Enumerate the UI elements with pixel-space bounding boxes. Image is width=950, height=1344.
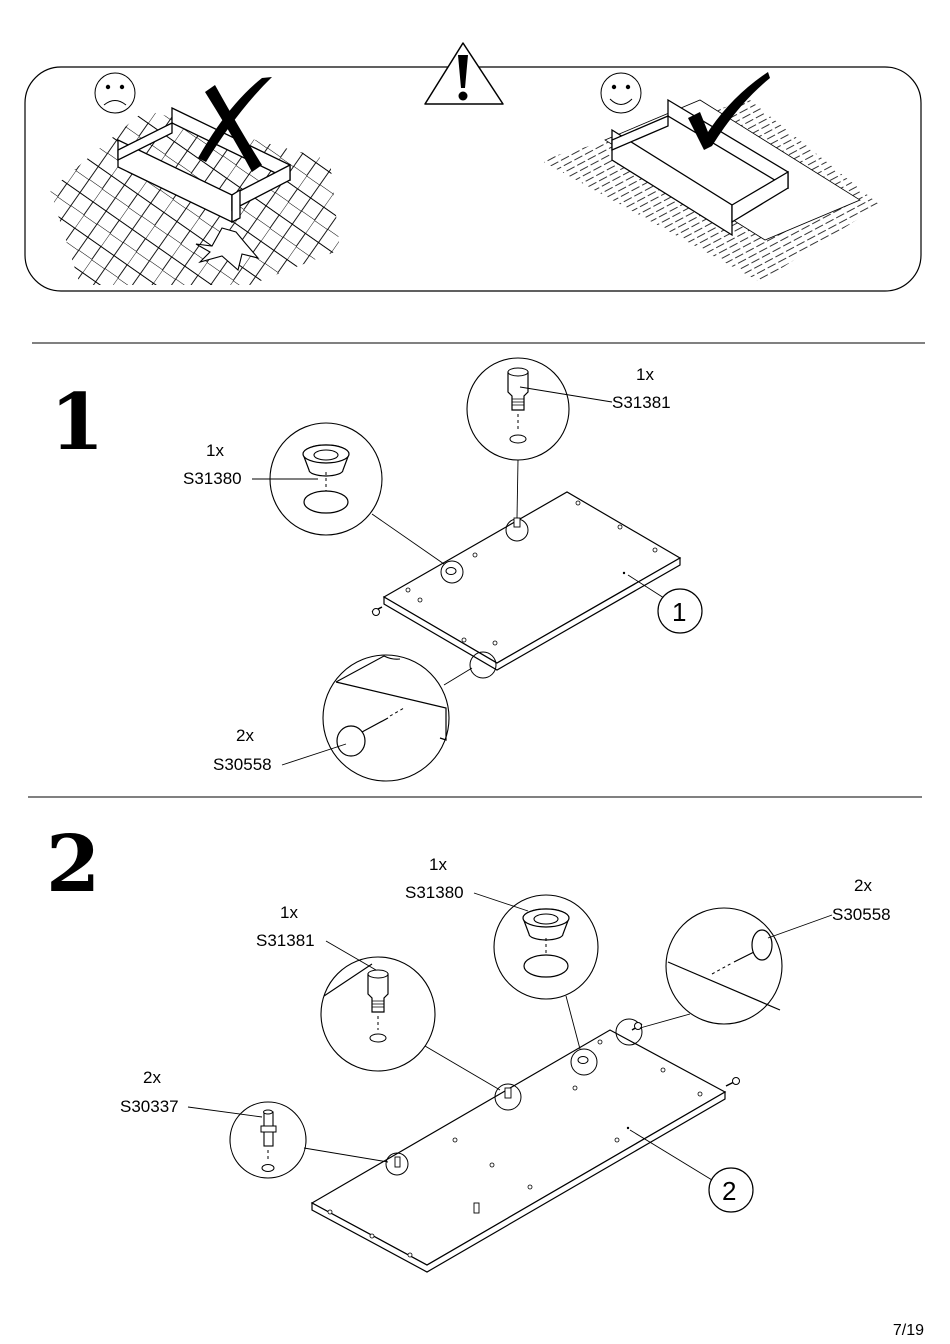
part-quantity: 2x bbox=[236, 726, 254, 745]
callout-s31381 bbox=[466, 357, 613, 519]
part-code: S31380 bbox=[405, 883, 464, 902]
callout-s30558 bbox=[639, 907, 833, 1029]
check-icon bbox=[688, 72, 770, 150]
part-code: S31381 bbox=[256, 931, 315, 950]
happy-face-icon bbox=[600, 72, 642, 114]
board-number-circle bbox=[657, 588, 703, 634]
board-panel-1 bbox=[382, 491, 682, 671]
callout-s31380 bbox=[252, 422, 445, 565]
board-number-label: 1 bbox=[672, 597, 687, 627]
callout-s30558 bbox=[281, 654, 473, 782]
part-code: S31381 bbox=[612, 393, 671, 412]
callout-s31381 bbox=[320, 940, 501, 1091]
part-quantity: 2x bbox=[854, 876, 872, 895]
part-code: S30337 bbox=[120, 1097, 179, 1116]
step-2-illustration bbox=[187, 892, 833, 1273]
warning-panel bbox=[24, 42, 922, 292]
sad-face-icon bbox=[94, 72, 136, 114]
step-number: 1 bbox=[50, 377, 105, 468]
part-quantity: 1x bbox=[206, 441, 224, 460]
callout-s31380 bbox=[473, 892, 599, 1050]
callout-s30337 bbox=[187, 1101, 389, 1179]
part-quantity: 1x bbox=[636, 365, 654, 384]
part-code: S31380 bbox=[183, 469, 242, 488]
board-number-label: 2 bbox=[722, 1176, 737, 1206]
bad-example-illustration bbox=[50, 72, 340, 285]
board-number-circle bbox=[708, 1167, 754, 1213]
page-number: 7/19 bbox=[892, 1322, 924, 1339]
cross-icon bbox=[198, 77, 272, 172]
warning-triangle-icon bbox=[424, 42, 504, 105]
step-number: 2 bbox=[46, 819, 101, 910]
part-code: S30558 bbox=[832, 905, 891, 924]
good-example-illustration bbox=[540, 72, 880, 282]
step-1-illustration bbox=[252, 357, 682, 782]
part-quantity: 2x bbox=[143, 1068, 161, 1087]
part-quantity: 1x bbox=[429, 855, 447, 874]
part-quantity: 1x bbox=[280, 903, 298, 922]
part-code: S30558 bbox=[213, 755, 272, 774]
